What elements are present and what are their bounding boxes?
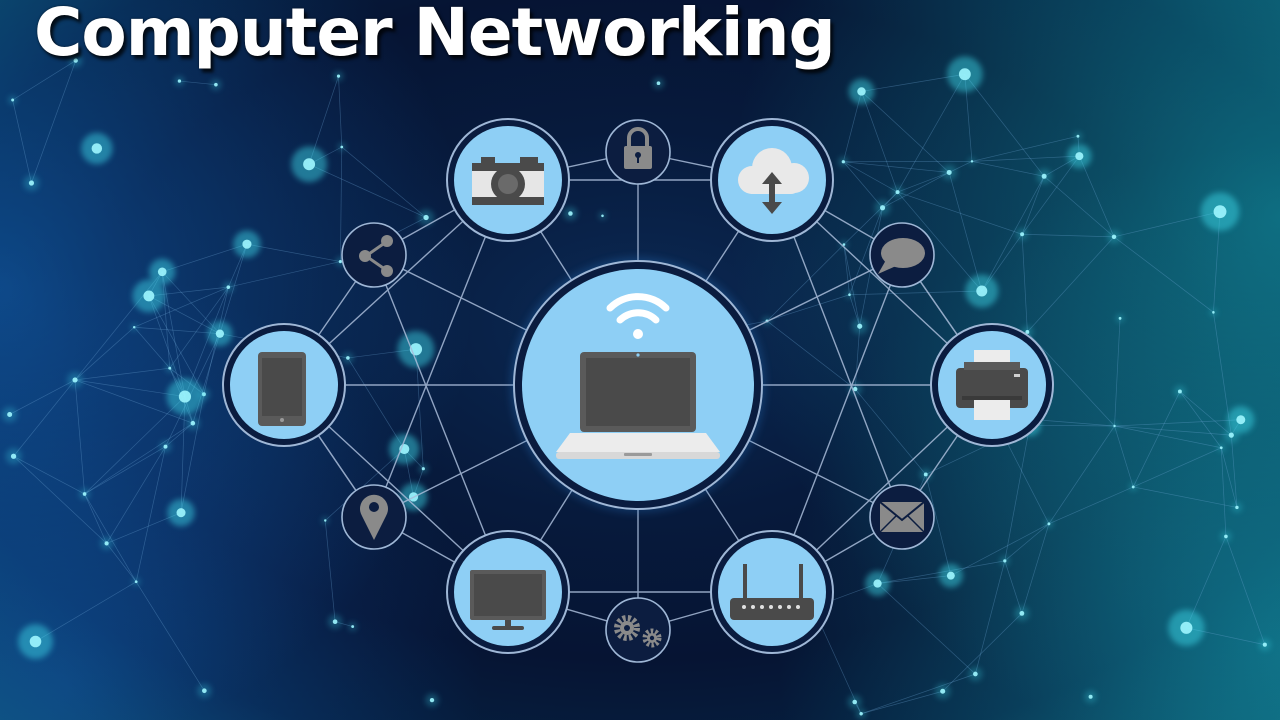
lock-icon [624, 127, 652, 169]
camera-icon [472, 157, 544, 205]
laptop-icon [556, 352, 720, 459]
camera-node[interactable] [446, 118, 570, 242]
mail-node[interactable] [869, 484, 935, 550]
router-icon [730, 564, 814, 620]
printer-node[interactable] [930, 323, 1054, 447]
share-node[interactable] [341, 222, 407, 288]
share-icon [359, 235, 393, 277]
location-node[interactable] [341, 484, 407, 550]
gears-icon [614, 615, 662, 648]
cloud-node[interactable] [710, 118, 834, 242]
page-title: Computer Networking [34, 0, 836, 71]
location-pin-icon [360, 494, 389, 540]
wifi-icon [606, 293, 670, 339]
tablet-node[interactable] [222, 323, 346, 447]
printer-icon [956, 350, 1028, 420]
lock-node[interactable] [605, 119, 671, 185]
settings-node[interactable] [605, 597, 671, 663]
hub-node[interactable] [513, 260, 763, 510]
background-lines [9, 60, 1266, 715]
chat-node[interactable] [869, 222, 935, 288]
monitor-icon [470, 570, 546, 630]
router-node[interactable] [710, 530, 834, 654]
cloud-sync-icon [738, 148, 809, 214]
chat-bubble-icon [878, 238, 925, 274]
monitor-node[interactable] [446, 530, 570, 654]
mail-icon [879, 501, 925, 533]
tablet-icon [258, 352, 306, 426]
